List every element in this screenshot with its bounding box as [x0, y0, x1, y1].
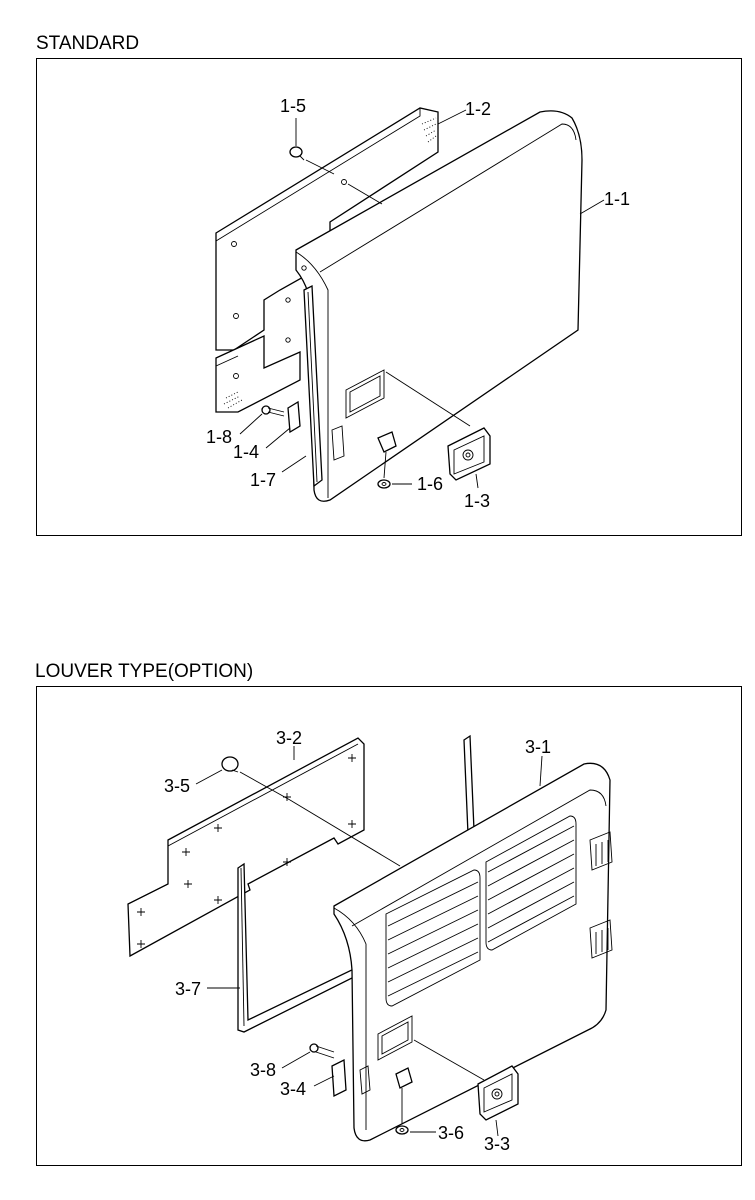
label-1-4: 1-4 — [233, 442, 259, 462]
hinge-bracket-louver — [359, 1065, 371, 1095]
label-3-8: 3-8 — [250, 1060, 276, 1080]
hinge-bracket — [331, 425, 345, 461]
bolt-3-8 — [309, 1043, 335, 1059]
standard-section-title: STANDARD — [36, 33, 140, 54]
seal-strip-1-7 — [303, 284, 323, 488]
bracket-3-4 — [331, 1058, 347, 1098]
label-3-2: 3-2 — [276, 728, 302, 748]
label-3-4: 3-4 — [280, 1079, 306, 1099]
louver-diagram-frame — [36, 686, 742, 1166]
label-3-1: 3-1 — [525, 737, 551, 757]
label-1-8: 1-8 — [206, 427, 232, 447]
label-3-3: 3-3 — [484, 1134, 510, 1154]
seal-3-7 — [237, 734, 475, 1033]
label-1-2: 1-2 — [465, 99, 491, 119]
label-1-7: 1-7 — [250, 470, 276, 490]
louver-diagram: 3-2 3-1 3-5 3-7 3-8 3-4 3-6 3-3 — [127, 728, 613, 1154]
side-vent-upper — [589, 831, 613, 871]
bumper-1-5 — [289, 146, 305, 161]
label-1-3: 1-3 — [464, 491, 490, 511]
label-1-1: 1-1 — [604, 189, 630, 209]
lock-handle-1-3 — [447, 427, 491, 481]
bracket-1-4 — [287, 400, 301, 434]
standard-diagram: 1-5 1-2 1-1 1-8 1-4 1-7 1-6 1-3 — [206, 96, 630, 511]
label-3-7: 3-7 — [175, 979, 201, 999]
striker-1-6 — [377, 431, 397, 489]
louver-grille-left — [385, 869, 481, 1007]
louver-grille-right — [485, 815, 577, 951]
standard-diagram-frame — [36, 58, 742, 536]
label-1-6: 1-6 — [417, 474, 443, 494]
side-vent-lower — [589, 919, 613, 959]
bumper-3-5 — [221, 756, 239, 773]
insulation-pad-1-2 — [215, 107, 439, 413]
bolt-1-8 — [261, 405, 285, 417]
lock-handle-3-3 — [477, 1065, 519, 1121]
side-door-panel-1-1 — [285, 110, 583, 502]
label-3-5: 3-5 — [164, 776, 190, 796]
label-3-6: 3-6 — [438, 1123, 464, 1143]
label-1-5: 1-5 — [280, 96, 306, 116]
striker-3-6 — [395, 1067, 413, 1135]
insulation-pad-3-2 — [127, 737, 365, 958]
louver-section-title: LOUVER TYPE(OPTION) — [35, 661, 254, 682]
